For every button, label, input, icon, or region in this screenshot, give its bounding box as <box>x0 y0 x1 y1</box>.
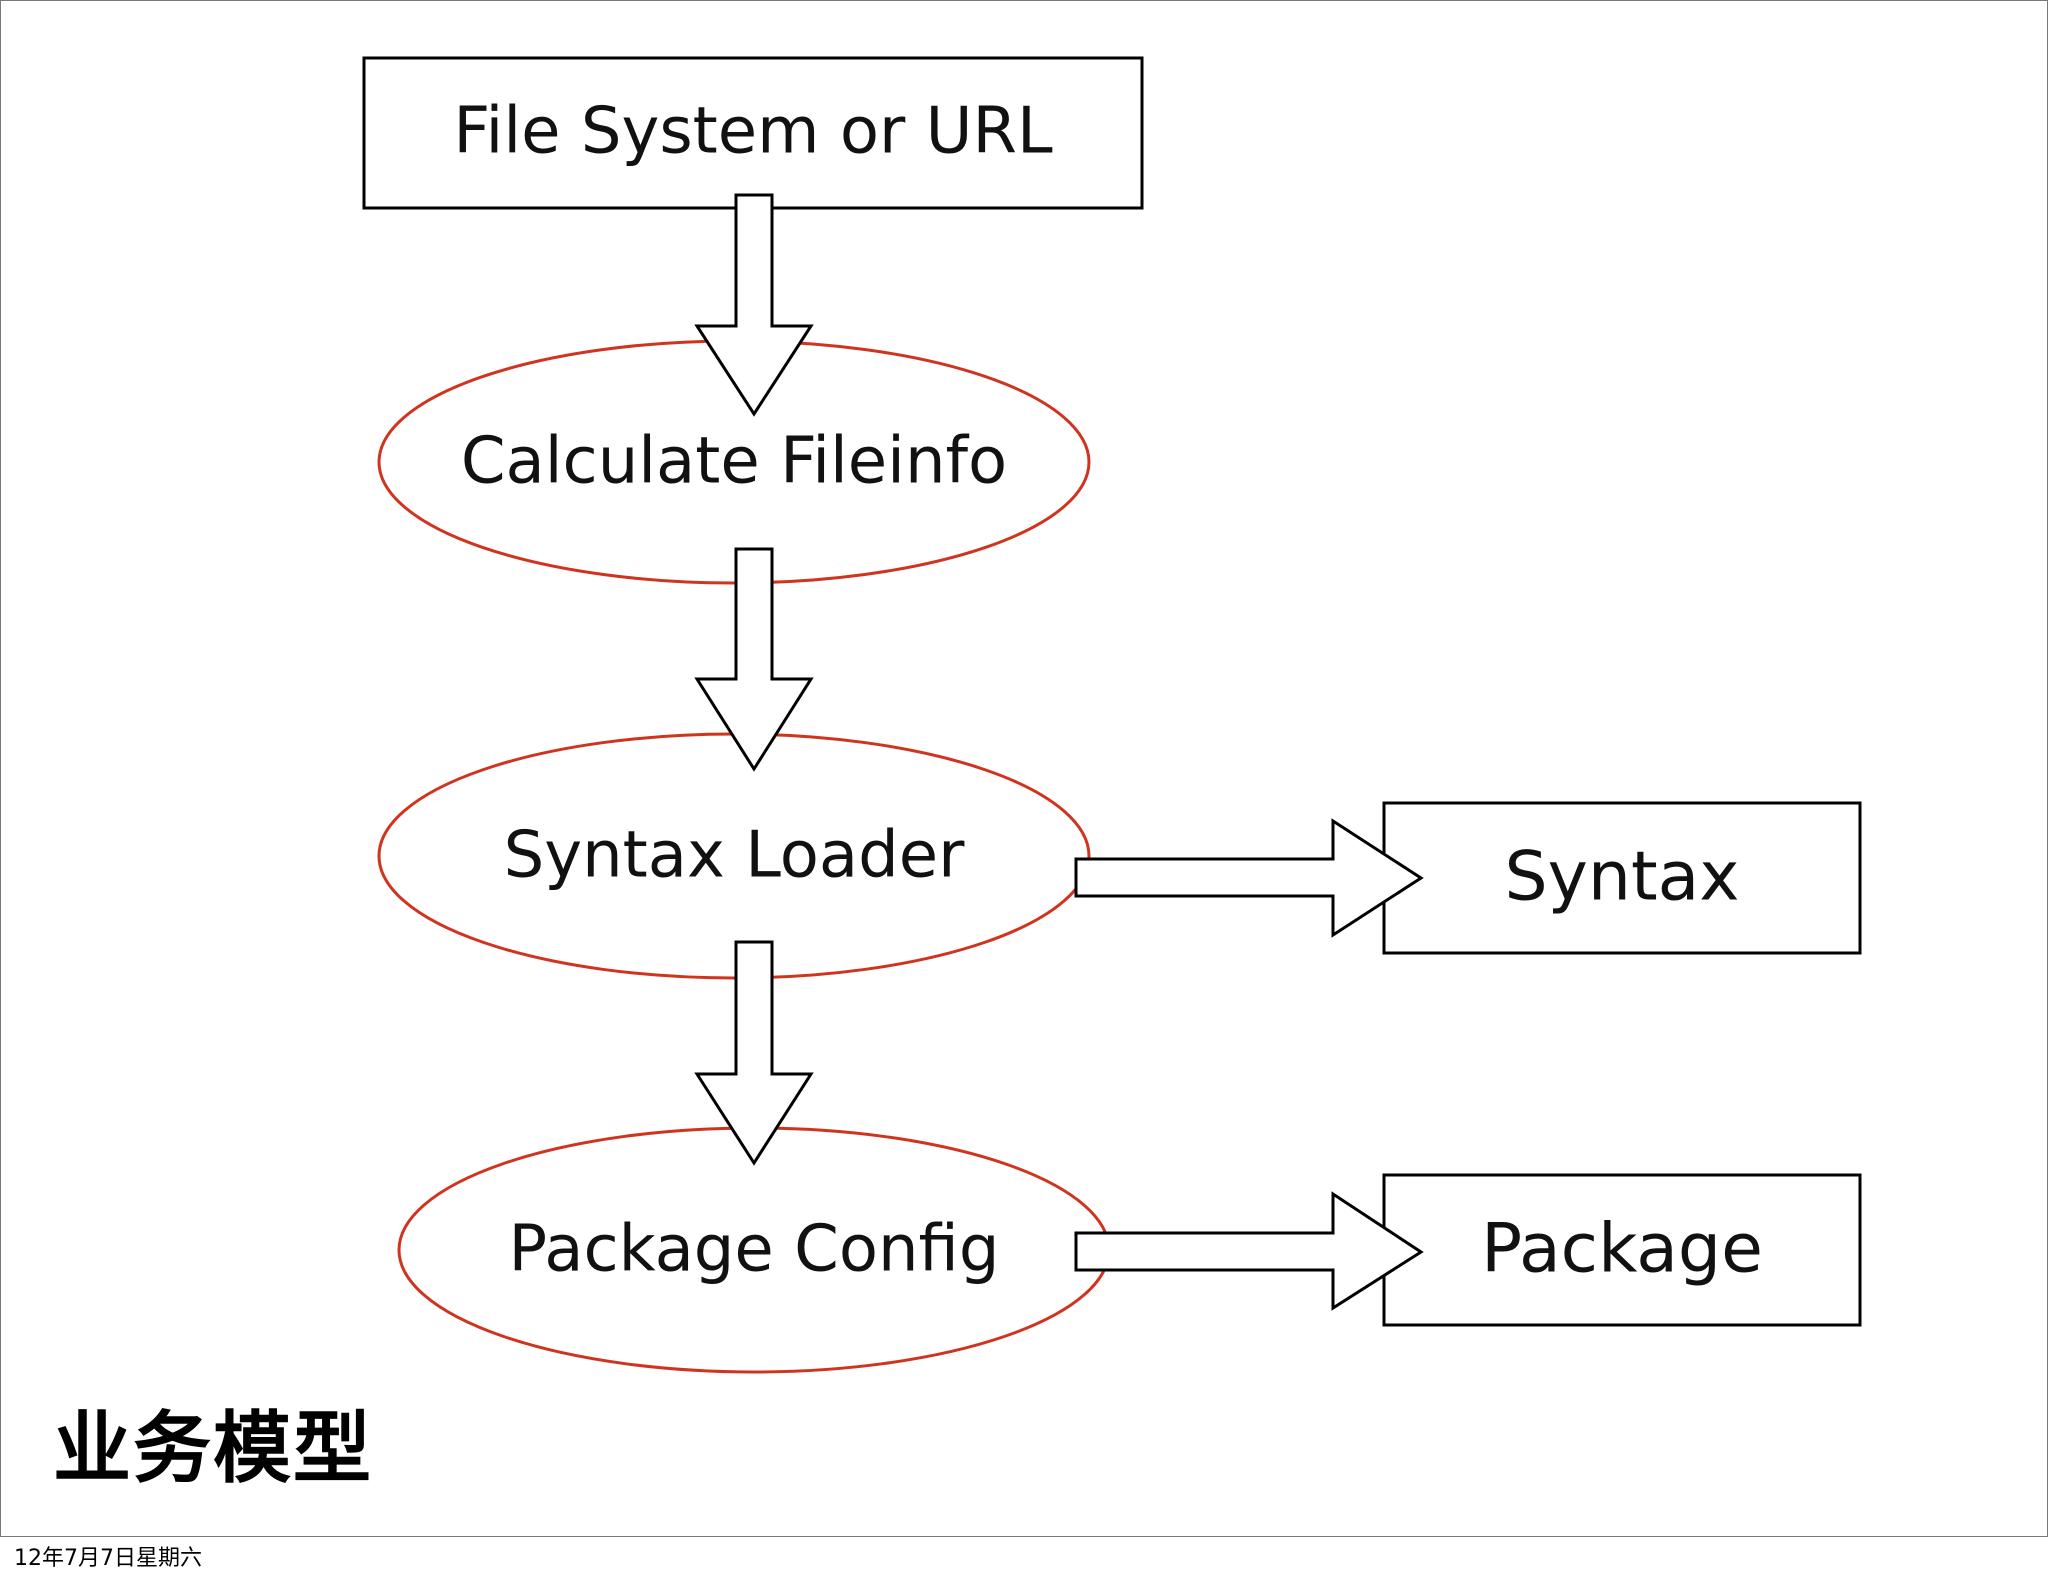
node-file-system-or-url-label: File System or URL <box>453 95 1053 169</box>
flow-diagram: File System or URL Calculate Fileinfo Sy… <box>362 56 1862 1374</box>
slide-title: 业务模型 <box>53 1404 374 1494</box>
node-file-system-or-url-shape <box>362 56 1144 210</box>
node-syntax-label: Syntax <box>1504 838 1739 917</box>
node-syntax-shape <box>1382 801 1862 955</box>
arrow-loader-to-syntax <box>1074 818 1424 938</box>
node-package-config-label: Package Config <box>509 1213 1000 1287</box>
arrow-loader-to-config <box>694 940 814 1166</box>
slide-canvas: File System or URL Calculate Fileinfo Sy… <box>0 0 2048 1537</box>
node-package-shape <box>1382 1173 1862 1327</box>
node-calculate-fileinfo-label: Calculate Fileinfo <box>461 425 1007 499</box>
node-package-label: Package <box>1481 1210 1763 1289</box>
arrow-config-to-package <box>1074 1191 1424 1311</box>
footer-date: 12年7月7日星期六 <box>14 1546 202 1571</box>
arrow-calculate-to-loader <box>694 547 814 772</box>
node-syntax-loader-label: Syntax Loader <box>504 819 966 893</box>
arrow-source-to-calculate <box>694 193 814 417</box>
